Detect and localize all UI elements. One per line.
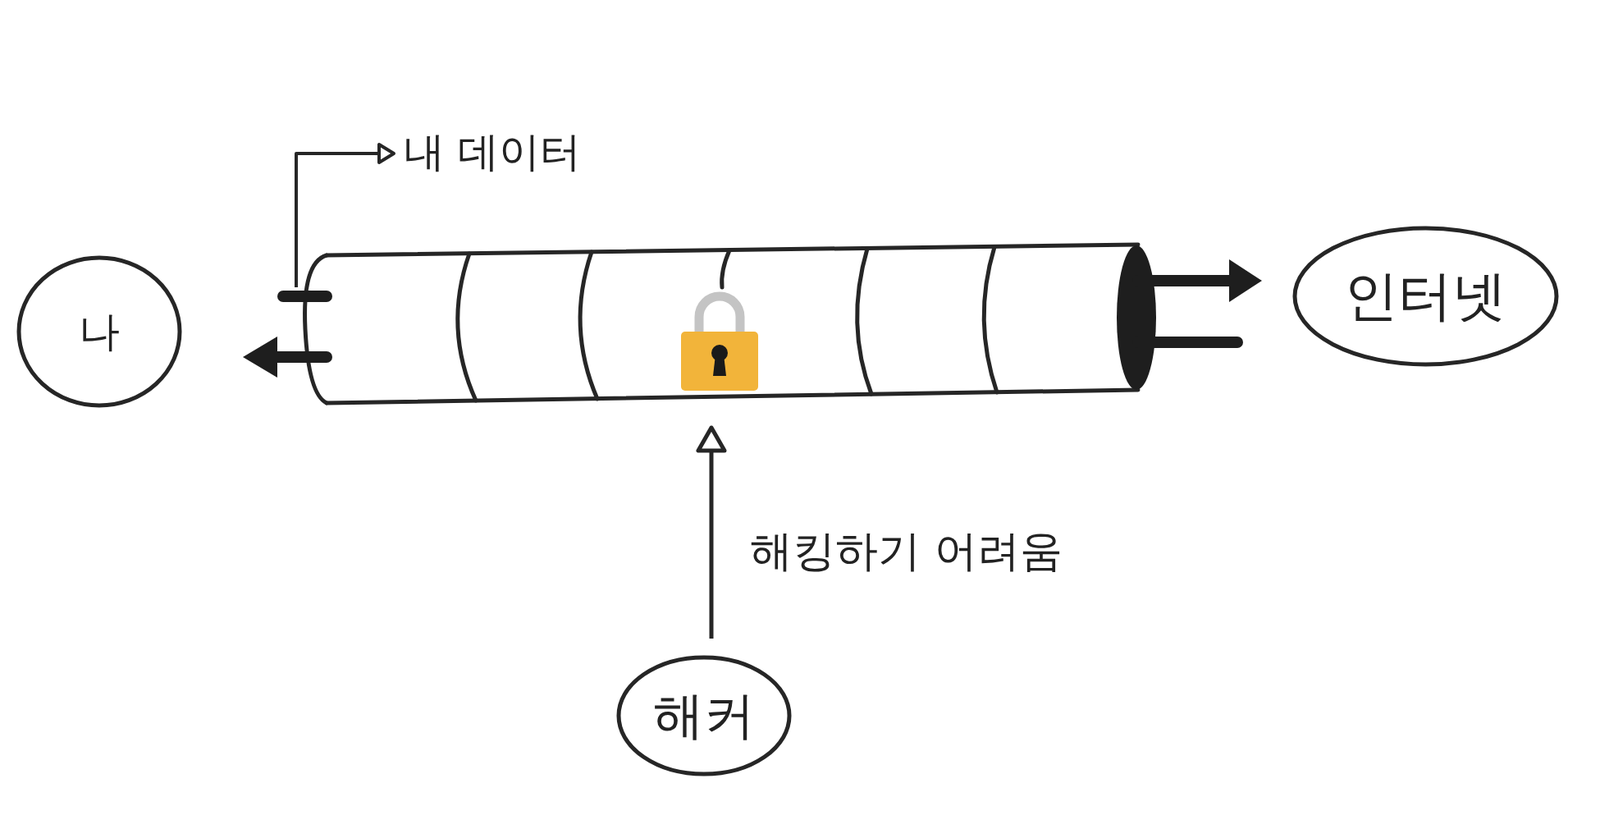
- tube-right-end: [1116, 245, 1157, 390]
- lock-shackle: [699, 296, 741, 335]
- lock-body: [681, 331, 759, 391]
- node-text: 인터넷: [1344, 266, 1507, 327]
- node-text: 나: [78, 309, 120, 355]
- tube-ring: [722, 250, 730, 288]
- ellipse-stroke: [18, 257, 180, 406]
- tube-left-end: [305, 255, 327, 403]
- internet-ellipse: 인터넷: [1291, 224, 1560, 368]
- person-circle: 나: [15, 254, 183, 409]
- node-text: 해커: [653, 687, 755, 744]
- note-label: 해킹하기 어려움: [746, 527, 1066, 575]
- arrow-head: [1229, 259, 1262, 302]
- flow-stub: [283, 290, 327, 302]
- tube-top-edge: [326, 244, 1139, 256]
- ellipse-stroke: [1294, 228, 1557, 365]
- hacker-circle: 해커: [615, 653, 793, 778]
- arrow-head: [242, 336, 278, 378]
- tube-ring: [857, 248, 872, 394]
- leader-line: [296, 153, 380, 288]
- lock-keyhole: [713, 354, 727, 376]
- flow-stub: [1138, 336, 1238, 348]
- tube-ring: [457, 253, 476, 401]
- tube-bottom-edge: [326, 389, 1139, 403]
- attack-arrow: [709, 449, 714, 639]
- flow-arrow: [1138, 274, 1235, 287]
- attack-arrow-head: [698, 427, 725, 451]
- tube-ring: [580, 251, 598, 399]
- tube-ring: [983, 246, 997, 393]
- leader-head: [379, 144, 394, 163]
- data-label: 내 데이터: [400, 129, 585, 175]
- ellipse-stroke: [618, 657, 790, 774]
